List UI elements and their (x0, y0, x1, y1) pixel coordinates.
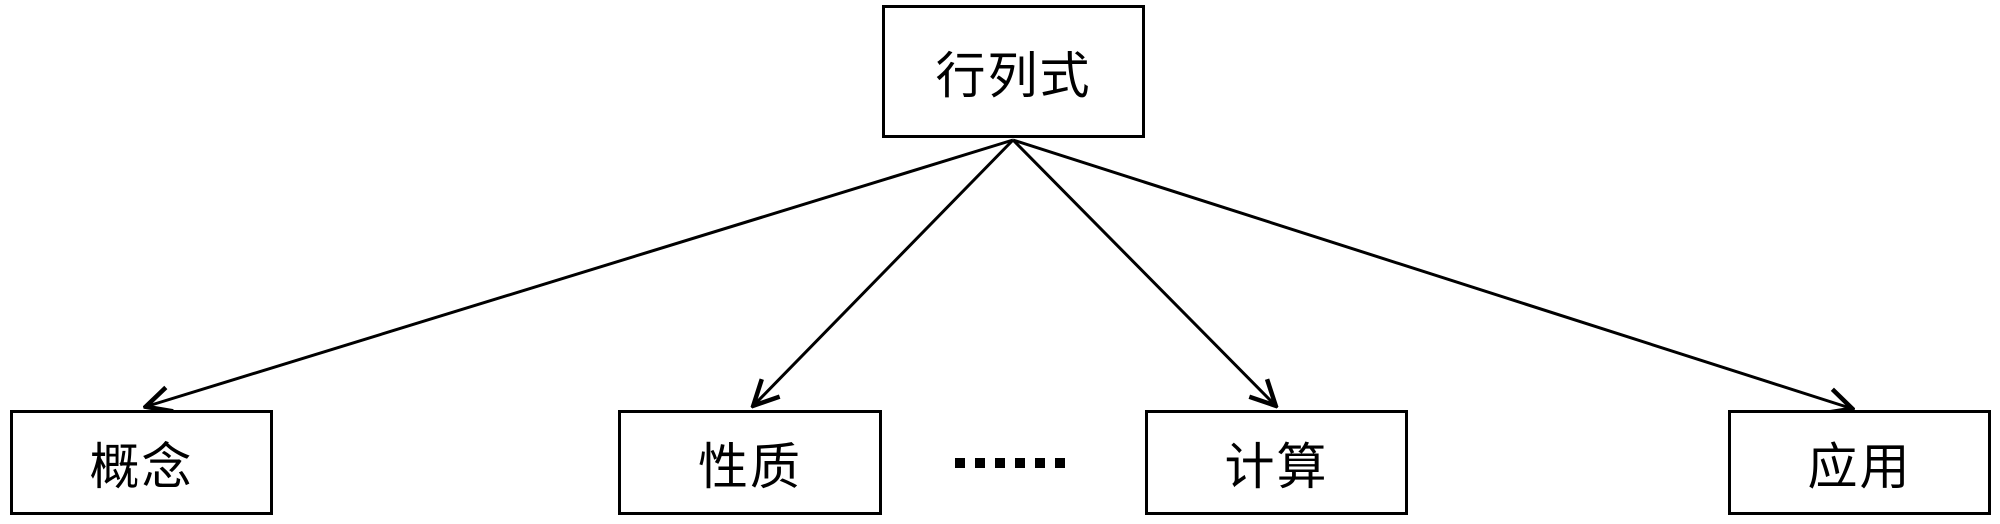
node-calculation-label: 计算 (1224, 437, 1329, 496)
ellipsis-dot (1055, 457, 1065, 468)
ellipsis-dot (995, 457, 1005, 468)
arrow-root-to-calculation (1011, 138, 1274, 404)
node-application-label: 应用 (1807, 437, 1912, 496)
node-calculation: 计算 (1145, 410, 1408, 515)
ellipsis-dot (1035, 457, 1045, 468)
node-properties-label: 性质 (698, 437, 802, 496)
arrow-root-to-concept (148, 138, 1014, 406)
node-concept-label: 概念 (89, 437, 194, 496)
arrow-root-to-application (1012, 138, 1850, 408)
ellipsis-dot (1015, 457, 1025, 468)
node-properties: 性质 (618, 410, 882, 515)
ellipsis-dot (955, 457, 965, 468)
node-determinant: 行列式 (882, 5, 1145, 138)
node-determinant-label: 行列式 (935, 46, 1092, 105)
ellipsis-dots (955, 410, 1065, 515)
node-application: 应用 (1728, 410, 1991, 515)
ellipsis-dot (975, 457, 985, 468)
node-concept: 概念 (10, 410, 273, 515)
arrow-root-to-properties (755, 138, 1015, 404)
